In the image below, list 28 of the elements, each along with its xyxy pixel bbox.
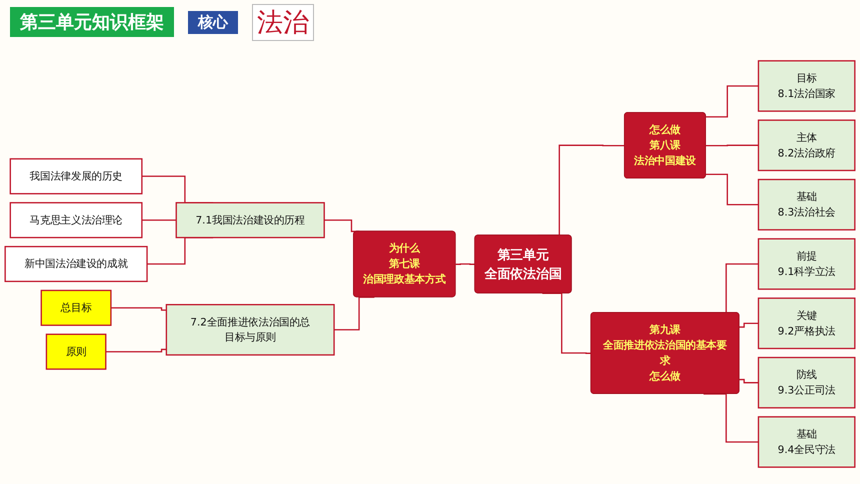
node-box: 目标 8.1法治国家	[758, 60, 856, 112]
key-word: 法治	[252, 4, 314, 40]
node-box: 基础 8.3法治社会	[758, 178, 856, 230]
connector	[739, 378, 758, 384]
tag-label: 核心	[188, 10, 238, 34]
connector	[456, 263, 475, 265]
node-box: 原则	[46, 334, 106, 370]
node-box: 关键 9.2严格执法	[758, 298, 856, 350]
node-box: 主体 8.2法治政府	[758, 120, 856, 172]
connector	[706, 85, 758, 118]
connector	[106, 348, 166, 352]
node-box: 7.1我国法治建设的历程	[176, 202, 325, 238]
node-box: 基础 9.4全民守法	[758, 416, 856, 468]
node-box: 马克思主义法治理论	[10, 202, 143, 238]
node-box: 我国法律发展的历史	[10, 158, 143, 194]
node-box: 7.2全面推进依法治国的总目标与原则	[166, 304, 335, 356]
node-box: 防线 9.3公正司法	[758, 356, 856, 408]
connector	[704, 393, 758, 443]
connector	[334, 296, 374, 330]
connector	[142, 220, 176, 221]
connector	[706, 144, 758, 146]
connector	[110, 307, 166, 311]
node-box: 新中国法治建设的成就	[4, 246, 148, 282]
connector	[739, 322, 758, 328]
title: 第三单元知识框架	[10, 7, 174, 37]
connector	[706, 174, 758, 206]
node-box: 总目标	[40, 290, 112, 326]
node-box: 前提 9.1科学立法	[758, 238, 856, 290]
